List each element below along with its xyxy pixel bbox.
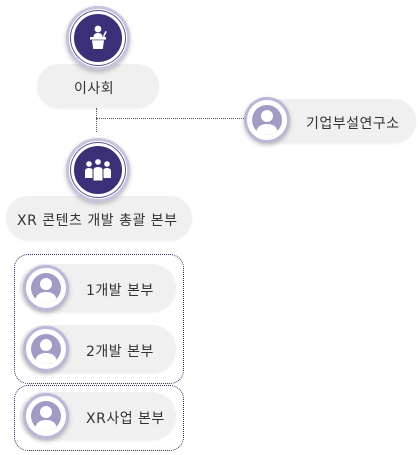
person-icon	[35, 406, 57, 431]
xr-badge	[23, 393, 69, 439]
board-node[interactable]	[37, 64, 159, 108]
person-icon	[35, 339, 57, 364]
xr-group-box	[14, 385, 184, 451]
person-icon	[256, 110, 278, 135]
hq-badge	[66, 138, 130, 202]
dev2-badge	[23, 326, 69, 372]
board-to-hq-connector	[96, 108, 97, 132]
hq-node[interactable]	[6, 196, 192, 240]
dev2-label: 2개발 본부	[86, 344, 154, 360]
dev1-badge	[23, 265, 69, 311]
board-badge	[66, 6, 130, 70]
person-icon	[35, 278, 57, 303]
dev1-label: 1개발 본부	[86, 283, 154, 299]
lab-label: 기업부설연구소	[306, 116, 400, 132]
dev-group-box	[14, 254, 184, 384]
xr-label: XR사업 본부	[86, 411, 165, 427]
board-to-lab-connector	[96, 118, 246, 119]
board-label: 이사회	[74, 81, 115, 97]
lab-badge	[244, 97, 290, 143]
podium-icon	[90, 25, 107, 49]
hq-label: XR 콘텐츠 개발 총괄 본부	[17, 213, 178, 229]
group-icon	[85, 158, 111, 182]
